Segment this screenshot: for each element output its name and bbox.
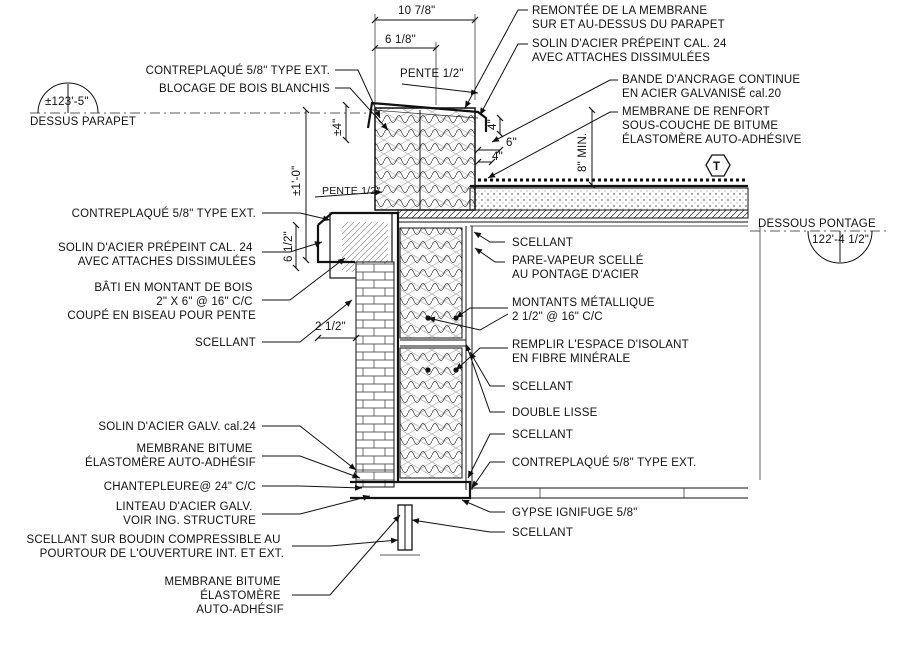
callout-right-double-plate: DOUBLE LISSE [512,407,598,419]
callout-right-reinforcing-membrane: MEMBRANE DE RENFORT SOUS-COUCHE DE BITUM… [622,106,802,146]
callout-left-galv-flashing: SOLIN D'ACIER GALV. cal.24 [98,421,256,433]
callout-right-vapour-barrier: PARE-VAPEUR SCELLÉ AU PONTAGE D'ACIER [512,254,647,281]
parapet-elevation-label: DESSUS PARAPET [30,116,136,128]
dim-4-a: 4" [487,119,499,130]
dimension-texts: 10 7/8" 6 1/8" PENTE 1/2" ±4" ±1'-0" PEN… [283,5,589,333]
section-tag-letter: T [713,161,720,173]
dim-one-foot: ±1'-0" [291,166,303,196]
dimension-lines [292,14,596,342]
callout-right-sealant-1: SCELLANT [512,237,573,249]
callout-right-sealant-4: SCELLANT [512,527,573,539]
callout-left-lintel: LINTEAU D'ACIER GALV. VOIR ING. STRUCTUR… [116,501,256,527]
callout-left-wood-framing: BÂTI EN MONTANT DE BOIS 2" X 6" @ 16" C/… [67,281,256,322]
callout-left-plywood-top: CONTREPLAQUÉ 5/8" TYPE EXT. [146,64,330,77]
dim-6: 6" [506,137,517,149]
left-callouts: CONTREPLAQUÉ 5/8" TYPE EXT. BLOCAGE DE B… [26,64,330,616]
leader-lines [262,9,618,596]
callout-left-prepainted-flashing: SOLIN D'ACIER PRÉPEINT CAL. 24 AVEC ATTA… [58,241,256,268]
parapet-elevation-value: ±123'-5" [45,96,89,108]
dim-slope-cap: PENTE 1/2" [322,185,380,197]
dim-plus-4: ±4" [332,119,344,136]
callout-right-membrane-upturn: REMONTÉE DE LA MEMBRANE SUR ET AU-DESSUS… [532,4,725,31]
dim-6-half: 6 1/2" [283,231,295,262]
callout-right-metal-studs: MONTANTS MÉTALLIQUE 2 1/2" @ 16" C/C [512,296,658,323]
callout-right-sealant-3: SCELLANT [512,429,573,441]
deck-elevation-marker: DESSOUS PONTAGE 122'-4 1/2" [750,218,888,264]
callout-left-bitumen-membrane-low: MEMBRANE BITUME ÉLASTOMÈRE AUTO-ADHÉSIF [165,576,285,616]
dim-10-7-8: 10 7/8" [398,5,435,17]
callout-left-bitumen-membrane: MEMBRANE BITUME ÉLASTOMÈRE AUTO-ADHÉSIF [85,443,256,469]
callout-right-anchor-strip: BANDE D'ANCRAGE CONTINUE EN ACIER GALVAN… [622,74,804,100]
callout-right-plywood: CONTREPLAQUÉ 5/8" TYPE EXT. [512,456,696,469]
callout-left-sealant: SCELLANT [195,337,256,349]
callout-left-weep-hole: CHANTEPLEURE@ 24" C/C [104,481,256,493]
deck-elevation-label: DESSOUS PONTAGE [758,218,876,230]
callout-left-backer-rod: SCELLANT SUR BOUDIN COMPRESSIBLE AU POUR… [26,534,284,560]
callout-right-sealant-2: SCELLANT [512,381,573,393]
deck-elevation-value: 122'-4 1/2" [812,234,869,246]
callout-left-wood-blocking: BLOCAGE DE BOIS BLANCHIS [159,83,330,95]
right-callouts: REMONTÉE DE LA MEMBRANE SUR ET AU-DESSUS… [512,4,804,539]
callout-right-prepainted-flashing: SOLIN D'ACIER PRÉPEINT CAL. 24 AVEC ATTA… [532,37,730,64]
section-tag: T [705,154,731,177]
callout-left-plywood-mid: CONTREPLAQUÉ 5/8" TYPE EXT. [72,207,256,220]
dim-slope-top: PENTE 1/2" [400,68,464,80]
dim-8-min: 8" MIN. [577,133,589,172]
callout-right-fire-gypsum: GYPSE IGNIFUGE 5/8" [512,507,637,519]
dim-4-b: 4" [492,151,503,163]
dim-6-1-8: 6 1/8" [385,34,416,46]
callout-right-mineral-fibre: REMPLIR L'ESPACE D'ISOLANT EN FIBRE MINÉ… [512,339,692,365]
dim-2-half: 2 1/2" [315,321,346,333]
parapet-elevation-marker: ±123'-5" DESSUS PARAPET [30,82,136,128]
